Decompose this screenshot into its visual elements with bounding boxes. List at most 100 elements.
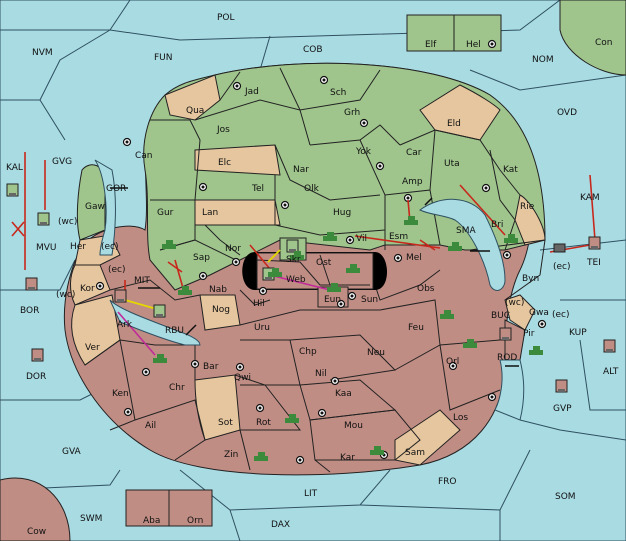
label-gor: GOR (106, 184, 126, 194)
label-ovd: OVD (557, 108, 577, 118)
unit-fleet-tei (588, 236, 601, 250)
sc-mel (393, 253, 403, 263)
sc-hel (487, 39, 497, 49)
orders (11, 152, 596, 367)
sc-tel (198, 182, 208, 192)
label-neu: Neu (367, 348, 385, 358)
sc-hil (258, 286, 268, 296)
sea-border-dax (229, 509, 241, 541)
label-wc3: (wc) (505, 298, 524, 308)
border-chp (240, 339, 301, 386)
label-sma: SMA (456, 226, 476, 236)
unit-army-pir (529, 346, 543, 355)
border-nar (274, 144, 381, 201)
label-kaa: Kaa (335, 389, 352, 399)
border-mou (309, 409, 421, 461)
order-kat-bri (459, 184, 506, 236)
label-tel: Tel (251, 184, 264, 194)
label-rie: Rie (520, 202, 535, 212)
label-tei: TEI (586, 258, 601, 268)
border-nor (204, 224, 241, 256)
label-fun: FUN (154, 53, 173, 63)
unit-army-zin (254, 452, 268, 461)
sc-orl (448, 361, 458, 371)
label-alt: ALT (603, 367, 619, 377)
label-buc: BUC (491, 311, 510, 321)
border-zin (239, 429, 251, 471)
label-gva: GVA (62, 447, 82, 457)
label-can: Can (135, 151, 153, 161)
province-elc (194, 144, 281, 176)
sc-yok (375, 161, 385, 171)
label-bar: Bar (203, 362, 219, 372)
label-byn: Byn (522, 274, 539, 284)
label-ken: Ken (112, 389, 129, 399)
supply-centers (95, 39, 547, 465)
label-feu: Feu (408, 323, 424, 333)
unit-army-sap (162, 240, 176, 249)
label-ec3: (ec) (552, 310, 570, 320)
sc-zin (295, 455, 305, 465)
sc-sch (319, 75, 329, 85)
sc-rot (255, 403, 265, 413)
label-lan: Lan (202, 208, 218, 218)
label-amp: Amp (402, 177, 423, 187)
label-kal: KAL (6, 163, 23, 173)
label-orl: Orl (446, 357, 459, 367)
unit-fleet-rbu (153, 304, 166, 318)
label-kat: Kat (503, 165, 518, 175)
label-kam: KAM (580, 193, 600, 203)
unit-fleet-skr (286, 239, 299, 253)
label-eld: Eld (447, 119, 461, 129)
border-uta (399, 129, 521, 196)
label-car: Car (406, 148, 422, 158)
unit-army-bri (504, 234, 518, 243)
label-pir: Pir (523, 329, 535, 339)
unit-army-sap2 (178, 286, 192, 295)
label-gvg: GVG (52, 157, 72, 167)
main-continent (63, 62, 546, 476)
sc-los (487, 392, 497, 402)
border-byn (469, 239, 546, 301)
province-gwa (504, 294, 536, 331)
label-eun: Eun (324, 295, 341, 305)
label-bri: Bri (491, 220, 503, 230)
sea-border-nvm-fun (39, 29, 111, 101)
sea-border-fro (499, 449, 531, 511)
label-hug: Hug (333, 208, 351, 218)
label-ec1: (ec) (553, 262, 571, 272)
label-qua: Qua (186, 106, 204, 116)
unit-army-orl (463, 339, 477, 348)
label-gwa: Gwa (529, 308, 549, 318)
label-som: SOM (555, 492, 576, 502)
label-cow: Cow (27, 527, 46, 537)
unit-army-esm (404, 216, 418, 225)
sc-can (122, 137, 132, 147)
label-nor: Nor (225, 244, 241, 254)
border-jos (194, 99, 311, 146)
border-uru-feu (239, 299, 441, 346)
label-chr: Chr (169, 383, 185, 393)
units (6, 183, 616, 461)
unit-fleet-mvu (37, 212, 50, 226)
sc-bar (190, 359, 200, 369)
label-sch: Sch (330, 88, 346, 98)
sc-eun (336, 299, 346, 309)
channel-rbu (109, 299, 201, 346)
province-kor (70, 264, 111, 306)
label-elf: Elf (425, 40, 437, 50)
label-pol: POL (217, 13, 235, 23)
unit-army-vil (323, 232, 337, 241)
label-nil: Nil (315, 369, 327, 379)
label-skr: Skr (286, 255, 301, 265)
order-esm-sma (419, 239, 436, 251)
province-sam (394, 409, 461, 466)
double-arrows (110, 187, 519, 367)
label-orn: Orn (187, 516, 203, 526)
sea-border-nom-ovd (469, 69, 626, 91)
unit-army-chr (153, 354, 167, 363)
sc-byn (502, 250, 512, 260)
border-neu (289, 334, 397, 381)
order-support-eun (269, 274, 331, 291)
